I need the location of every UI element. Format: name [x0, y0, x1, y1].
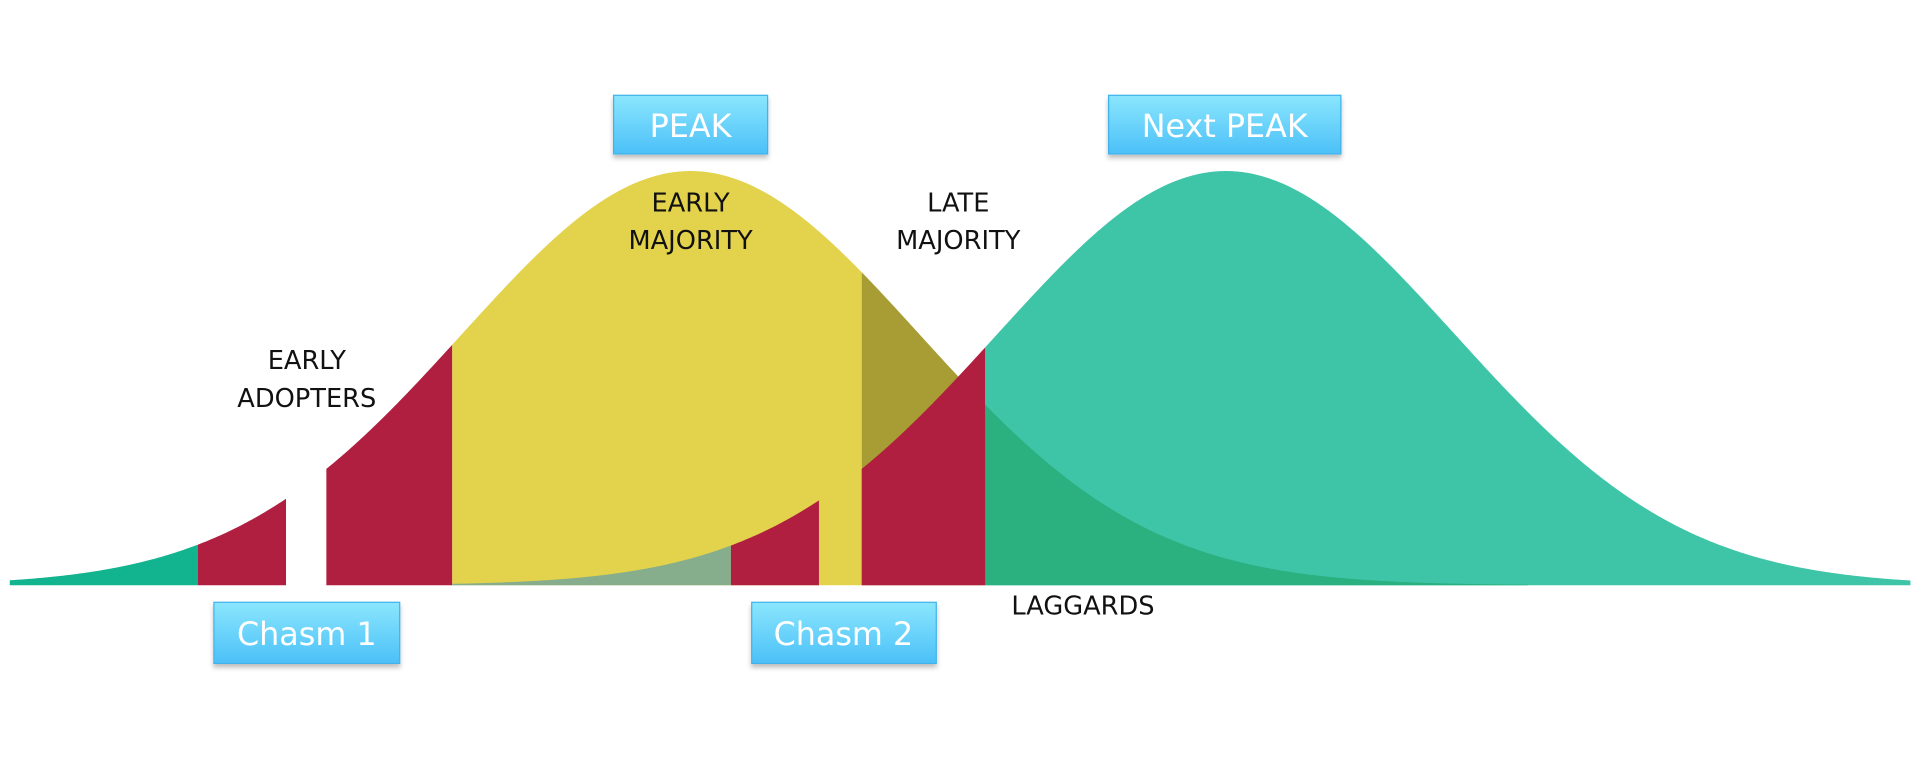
laggards-segment [985, 404, 1528, 586]
next-curve-segment [985, 171, 1911, 586]
next-curve-tail-overlap [452, 545, 731, 586]
innovators-segment [9, 544, 199, 586]
next-peak-label: Next PEAK [1142, 109, 1309, 145]
next-peak-box: Next PEAK [1108, 94, 1342, 155]
early-majority-segment [452, 171, 862, 586]
early-majority-label-line2: MAJORITY [628, 226, 753, 256]
early-adopters-segment [326, 344, 453, 586]
late-majority-label-line1: LATE [927, 188, 989, 218]
laggards-label: LAGGARDS [1011, 592, 1154, 622]
early-adopters-label-line1: EARLY [268, 346, 346, 376]
chasm-1-box: Chasm 1 [213, 601, 401, 664]
chasm-2-box: Chasm 2 [751, 601, 937, 664]
chasm-2-label: Chasm 2 [774, 617, 914, 653]
adoption-curves [9, 171, 1911, 586]
early-adopters-label-line2: ADOPTERS [237, 384, 376, 414]
peak-box: PEAK [612, 94, 769, 155]
early-majority-label-line1: EARLY [652, 188, 730, 218]
next-curve-pre-chasm-2-segment [730, 500, 819, 586]
chasm-1-label: Chasm 1 [237, 617, 377, 653]
next-curve-early-adopters-segment [861, 347, 986, 586]
peak-label: PEAK [650, 109, 733, 145]
pre-chasm-1-segment [198, 498, 287, 586]
late-majority-label-line2: MAJORITY [896, 226, 1021, 256]
